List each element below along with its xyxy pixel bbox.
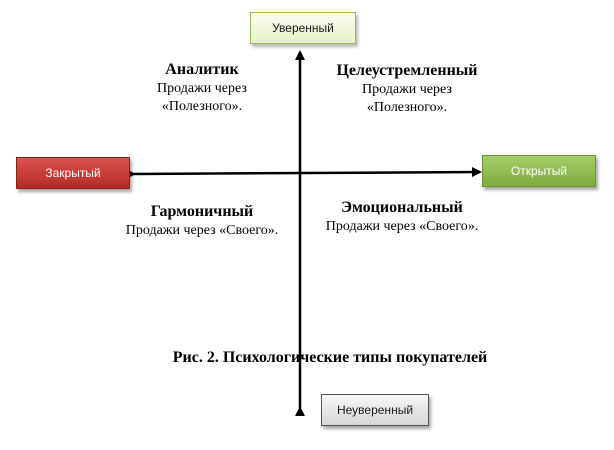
closed-label: Закрытый xyxy=(45,166,101,180)
quadrant-title: Аналитик xyxy=(165,61,239,78)
quadrant-title: Целеустремленный xyxy=(336,62,478,79)
figure-caption: Рис. 2. Психологические типы покупателей xyxy=(172,349,488,366)
quadrant-analyst: Аналитик Продажи через «Полезного». xyxy=(126,60,278,116)
quadrant-text-line: «Полезного». xyxy=(366,100,448,116)
open-label-box: Открытый xyxy=(482,155,596,187)
quadrant-title: Эмоциональный xyxy=(341,199,463,216)
quadrant-emotional: Эмоциональный Продажи через «Своего». xyxy=(306,198,498,236)
quadrant-text-line: Продажи через xyxy=(362,82,452,97)
quadrant-text-line: Продажи через xyxy=(157,81,247,96)
quadrant-harmonious: Гармоничный Продажи через «Своего». xyxy=(104,202,300,240)
horizontal-axis xyxy=(125,167,482,180)
quadrant-text-line: «Полезного». xyxy=(161,99,243,115)
quadrant-purposeful: Целеустремленный Продажи через «Полезног… xyxy=(312,61,502,117)
confident-label-box: Уверенный xyxy=(250,12,356,44)
quadrant-title: Гармоничный xyxy=(150,203,254,220)
confident-label: Уверенный xyxy=(272,21,334,35)
quadrant-text-line: Продажи через «Своего». xyxy=(325,219,479,234)
quadrant-text-line: Продажи через «Своего». xyxy=(125,223,279,238)
closed-label-box: Закрытый xyxy=(16,157,130,189)
unconfident-label-box: Неуверенный xyxy=(321,394,429,426)
unconfident-label: Неуверенный xyxy=(336,403,414,417)
open-label: Открытый xyxy=(510,164,568,178)
